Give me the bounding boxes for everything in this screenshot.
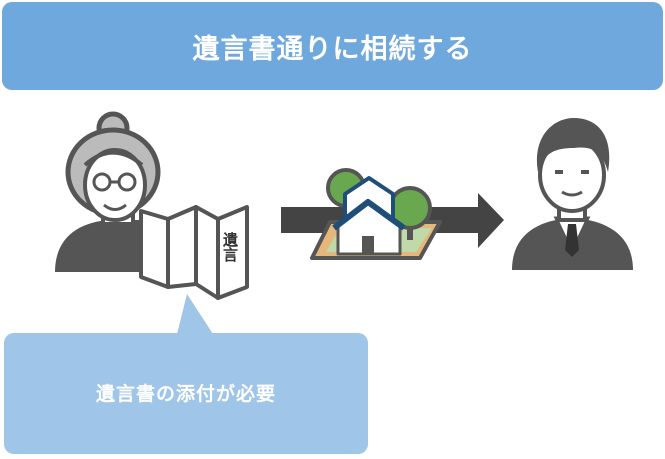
callout-pointer [177, 294, 213, 334]
house-with-trees-icon [310, 168, 442, 260]
callout-text: 遺言書の添付が必要 [95, 383, 276, 405]
elderly-woman-icon [55, 111, 178, 272]
folded-will-document-icon [139, 205, 249, 300]
will-document-label: 遺言 [221, 232, 239, 262]
header-banner: 遺言書通りに相続する [2, 2, 663, 90]
header-title: 遺言書通りに相続する [192, 33, 473, 65]
man-in-suit-icon [512, 118, 633, 270]
callout-bubble: 遺言書の添付が必要 [4, 333, 368, 454]
